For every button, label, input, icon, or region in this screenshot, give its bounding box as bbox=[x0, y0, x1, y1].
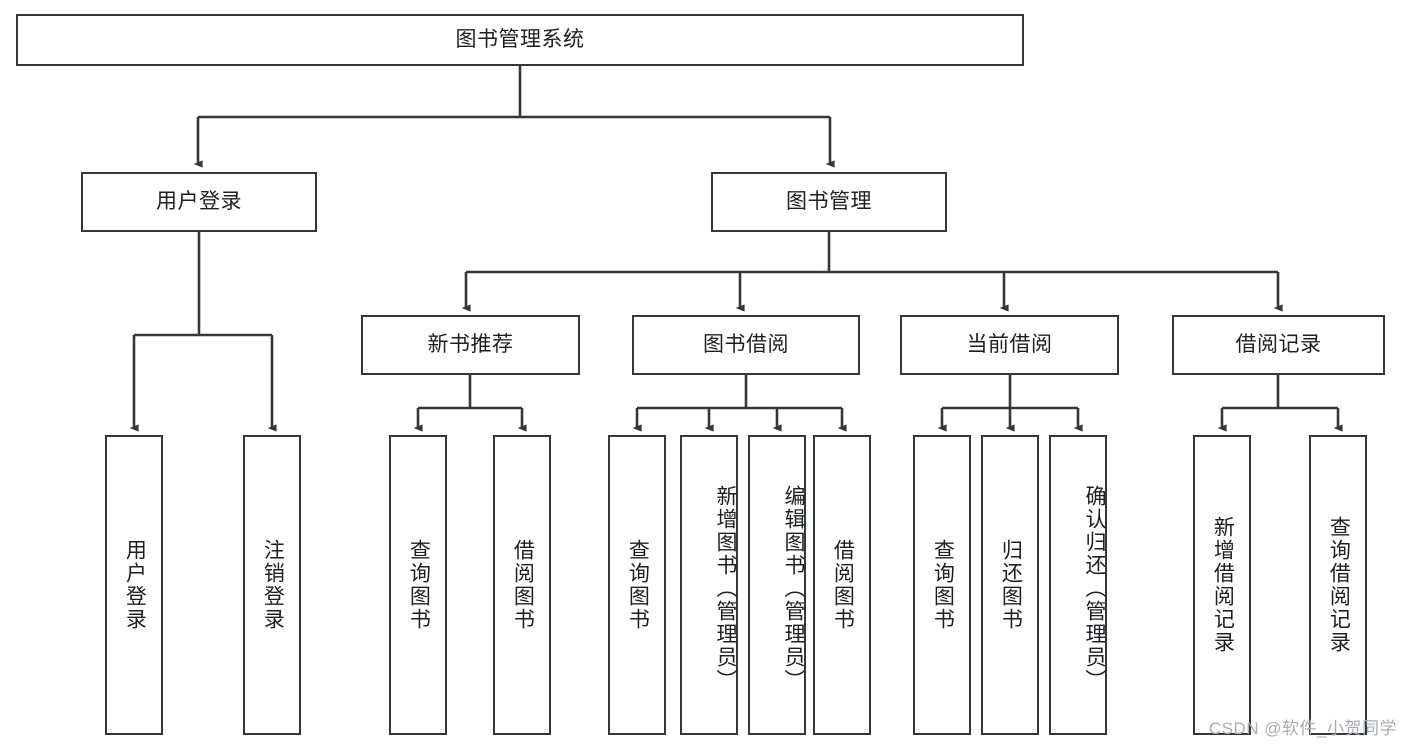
leaf-query-book-3[interactable]: 查询图书 bbox=[913, 435, 971, 735]
node-book-borrow-label: 图书借阅 bbox=[703, 332, 789, 356]
leaf-confirm-return[interactable]: 确认归还（管理员） bbox=[1049, 435, 1107, 735]
leaf-add-book[interactable]: 新增图书（管理员） bbox=[680, 435, 738, 735]
leaf-return-book-label: 归还图书 bbox=[999, 539, 1023, 631]
leaf-edit-book-label: 编辑图书（管理员） bbox=[782, 484, 805, 692]
leaf-confirm-return-label: 确认归还（管理员） bbox=[1083, 484, 1106, 692]
node-borrow-record[interactable]: 借阅记录 bbox=[1172, 315, 1385, 375]
leaf-query-record[interactable]: 查询借阅记录 bbox=[1309, 435, 1367, 735]
leaf-query-book-2[interactable]: 查询图书 bbox=[608, 435, 666, 735]
node-current-borrow[interactable]: 当前借阅 bbox=[900, 315, 1119, 375]
node-book-borrow[interactable]: 图书借阅 bbox=[632, 315, 860, 375]
leaf-add-book-label: 新增图书（管理员） bbox=[714, 484, 737, 692]
leaf-borrow-book-1-label: 借阅图书 bbox=[511, 539, 535, 631]
node-user-login[interactable]: 用户登录 bbox=[81, 172, 317, 232]
node-root-label: 图书管理系统 bbox=[455, 27, 585, 51]
leaf-borrow-book-2[interactable]: 借阅图书 bbox=[813, 435, 871, 735]
leaf-edit-book[interactable]: 编辑图书（管理员） bbox=[748, 435, 806, 735]
leaf-query-book-3-label: 查询图书 bbox=[931, 539, 955, 631]
node-user-login-label: 用户登录 bbox=[156, 189, 242, 213]
leaf-return-book[interactable]: 归还图书 bbox=[981, 435, 1039, 735]
leaf-borrow-book-2-label: 借阅图书 bbox=[831, 539, 855, 631]
node-borrow-record-label: 借阅记录 bbox=[1235, 332, 1322, 356]
node-root[interactable]: 图书管理系统 bbox=[16, 14, 1024, 66]
leaf-add-record[interactable]: 新增借阅记录 bbox=[1193, 435, 1251, 735]
leaf-logout[interactable]: 注销登录 bbox=[243, 435, 301, 735]
node-current-borrow-label: 当前借阅 bbox=[966, 332, 1053, 356]
leaf-user-login[interactable]: 用户登录 bbox=[105, 435, 163, 735]
leaf-query-book-2-label: 查询图书 bbox=[626, 539, 650, 631]
node-book-manage-label: 图书管理 bbox=[786, 189, 872, 213]
node-new-book-recommend[interactable]: 新书推荐 bbox=[361, 315, 580, 375]
leaf-logout-label: 注销登录 bbox=[261, 539, 285, 631]
leaf-borrow-book-1[interactable]: 借阅图书 bbox=[493, 435, 551, 735]
leaf-add-record-label: 新增借阅记录 bbox=[1211, 516, 1235, 654]
node-book-manage[interactable]: 图书管理 bbox=[711, 172, 947, 232]
leaf-query-book-1-label: 查询图书 bbox=[407, 539, 431, 631]
leaf-query-book-1[interactable]: 查询图书 bbox=[389, 435, 447, 735]
leaf-query-record-label: 查询借阅记录 bbox=[1327, 516, 1351, 654]
node-new-book-recommend-label: 新书推荐 bbox=[427, 332, 514, 356]
csdn-watermark: CSDN @软件_小贺同学 bbox=[1208, 719, 1397, 738]
leaf-user-login-label: 用户登录 bbox=[123, 539, 147, 631]
